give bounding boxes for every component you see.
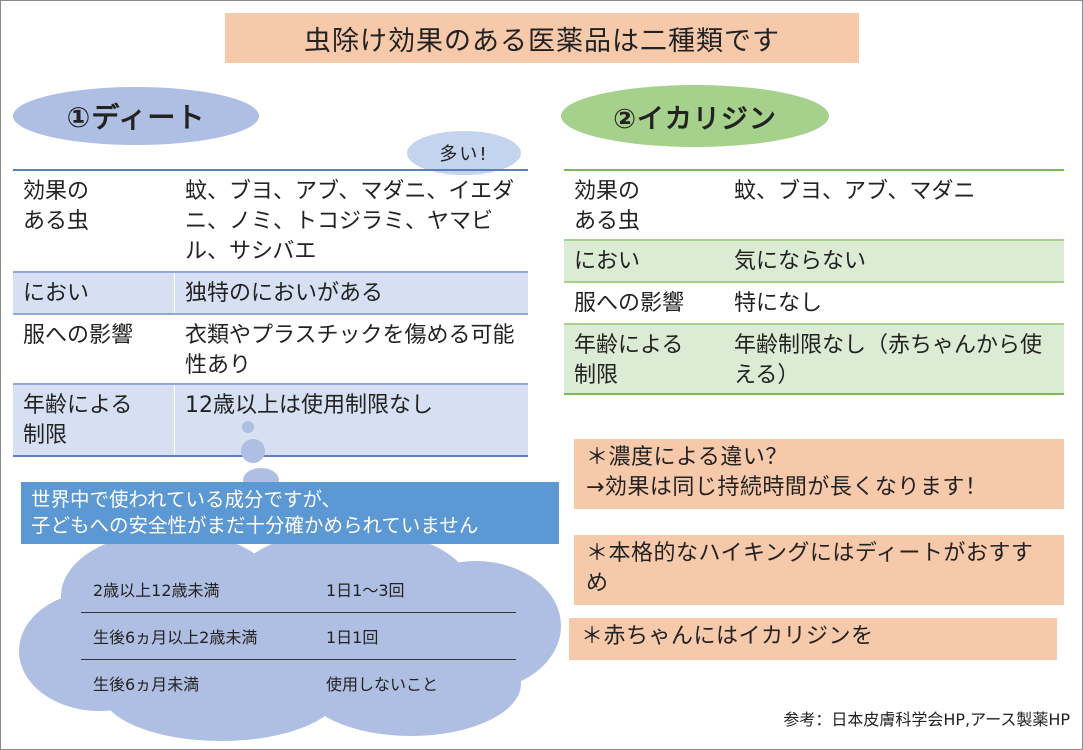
- usage-table: 2歳以上12歳未満 1日1～3回 生後6ヵ月以上2歳未満 1日1回 生後6ヵ月未…: [81, 566, 516, 706]
- deet-value-age: 12歳以上は使用制限なし: [185, 393, 433, 418]
- icaridin-value-insects: 蚊、ブヨ、アブ、マダニ: [734, 179, 976, 204]
- icaridin-value-clothes: 特になし: [734, 291, 823, 316]
- safety-warning-banner: 世界中で使われている成分ですが、 子どもへの安全性がまだ十分確かめられていません: [21, 482, 559, 544]
- icaridin-label-smell: におい: [574, 249, 641, 274]
- usage-row: 2歳以上12歳未満 1日1～3回: [81, 566, 516, 613]
- usage-frequency: 使用しないこと: [326, 675, 439, 694]
- slide-title: 虫除け効果のある医薬品は二種類です: [225, 13, 859, 63]
- deet-value-clothes: 衣類やプラスチックを傷める可能性あり: [185, 323, 515, 378]
- usage-frequency: 1日1～3回: [326, 581, 405, 600]
- deet-heading: ①ディート: [13, 87, 259, 145]
- deet-row-age: 年齢による 制限 12歳以上は使用制限なし: [13, 385, 528, 457]
- icaridin-row-clothes: 服への影響 特になし: [564, 283, 1064, 325]
- usage-age: 2歳以上12歳未満: [93, 581, 220, 600]
- note-baby: ＊赤ちゃんにはイカリジンを: [569, 618, 1057, 660]
- deet-row-clothes: 服への影響 衣類やプラスチックを傷める可能性あり: [13, 315, 528, 385]
- deet-row-smell: におい 独特のにおいがある: [13, 273, 528, 315]
- icaridin-value-age: 年齢制限なし（赤ちゃんから使える）: [734, 333, 1043, 388]
- note-hiking: ＊本格的なハイキングにはディートがおすすめ: [574, 535, 1064, 605]
- icaridin-row-smell: におい 気にならない: [564, 241, 1064, 283]
- reference-text: 参考：日本皮膚科学会HP,アース製薬HP: [783, 710, 1070, 729]
- icaridin-heading: ②イカリジン: [561, 85, 829, 147]
- thought-dot-small: [242, 421, 254, 433]
- deet-table: 効果の ある虫 蚊、ブヨ、アブ、マダニ、イエダニ、ノミ、トコジラミ、ヤマビル、サ…: [13, 169, 528, 457]
- deet-value-smell: 独特のにおいがある: [185, 281, 384, 306]
- deet-callout-bubble: 多い!: [407, 131, 521, 175]
- thought-dot-medium: [241, 439, 265, 463]
- note-concentration: ＊濃度による違い？ →効果は同じ持続時間が長くなります！: [574, 439, 1064, 509]
- icaridin-label-clothes: 服への影響: [574, 291, 685, 316]
- usage-frequency: 1日1回: [326, 628, 379, 647]
- icaridin-row-age: 年齢による 制限 年齢制限なし（赤ちゃんから使える）: [564, 325, 1064, 395]
- deet-label-clothes: 服への影響: [23, 323, 134, 348]
- icaridin-label-age: 年齢による 制限: [574, 333, 684, 388]
- usage-age: 生後6ヵ月以上2歳未満: [93, 628, 258, 647]
- deet-label-smell: におい: [13, 273, 175, 313]
- usage-row: 生後6ヵ月未満 使用しないこと: [81, 660, 516, 706]
- icaridin-value-smell: 気にならない: [734, 249, 867, 274]
- usage-row: 生後6ヵ月以上2歳未満 1日1回: [81, 613, 516, 660]
- deet-label-insects: 効果の ある虫: [23, 179, 90, 234]
- icaridin-table: 効果の ある虫 蚊、ブヨ、アブ、マダニ におい 気にならない 服への影響 特にな…: [564, 169, 1064, 395]
- icaridin-label-insects: 効果の ある虫: [574, 179, 641, 234]
- deet-row-insects: 効果の ある虫 蚊、ブヨ、アブ、マダニ、イエダニ、ノミ、トコジラミ、ヤマビル、サ…: [13, 171, 528, 273]
- deet-label-age: 年齢による 制限: [13, 385, 175, 455]
- usage-age: 生後6ヵ月未満: [93, 675, 200, 694]
- icaridin-row-insects: 効果の ある虫 蚊、ブヨ、アブ、マダニ: [564, 171, 1064, 241]
- deet-value-insects: 蚊、ブヨ、アブ、マダニ、イエダニ、ノミ、トコジラミ、ヤマビル、サシバエ: [185, 179, 515, 264]
